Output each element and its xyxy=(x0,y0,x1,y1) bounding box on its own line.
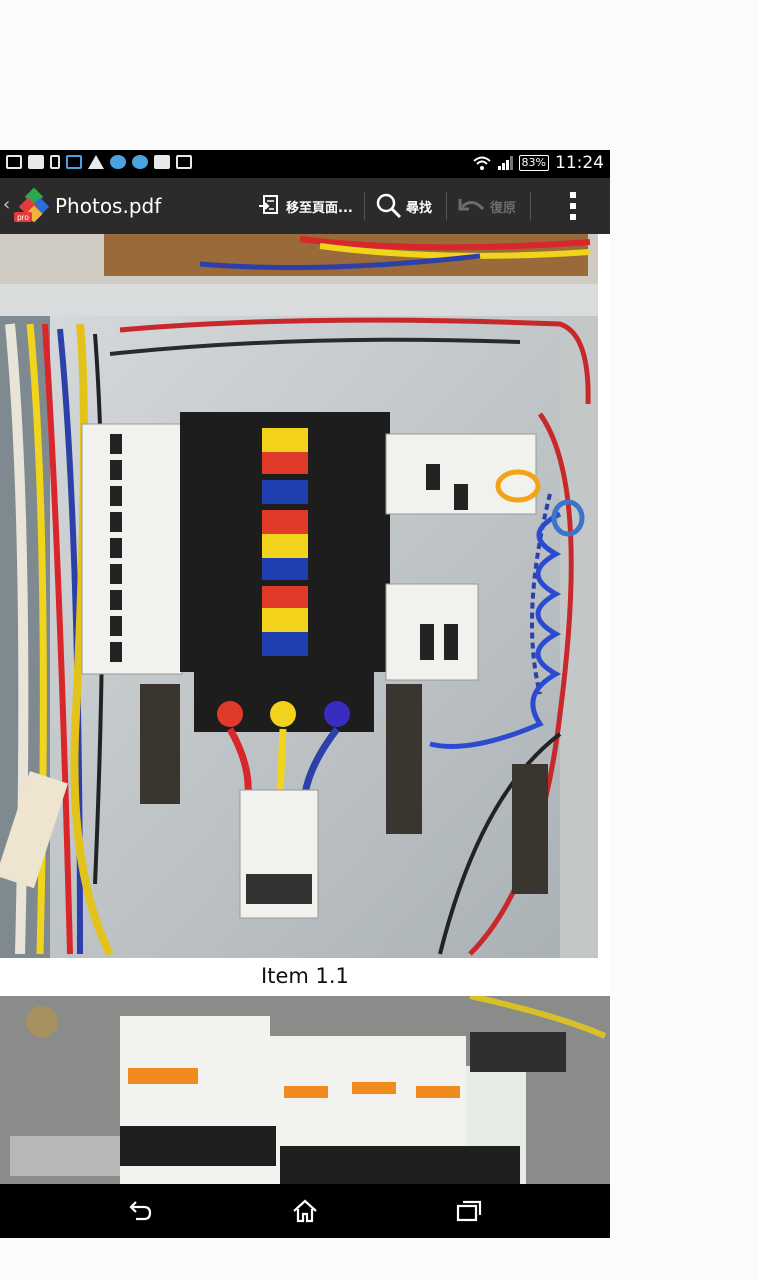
back-icon[interactable] xyxy=(126,1197,154,1225)
home-icon[interactable] xyxy=(291,1197,319,1225)
screen-icon xyxy=(176,155,192,169)
back-chevron-icon[interactable]: ‹ xyxy=(3,194,11,215)
search-label: 尋找 xyxy=(406,200,433,216)
navigation-bar xyxy=(0,1184,610,1238)
pdf-document-view[interactable]: Item 1.1 xyxy=(0,234,610,1184)
distribution-board-photo xyxy=(0,234,598,958)
battery-indicator: 83% xyxy=(518,155,549,171)
svg-text:pro: pro xyxy=(17,213,29,222)
warning-icon xyxy=(88,155,104,169)
undo-label: 復原 xyxy=(490,200,517,216)
action-bar-separator xyxy=(364,192,365,220)
document-title: Photos.pdf xyxy=(55,194,162,218)
officesuite-logo-icon[interactable]: pro xyxy=(14,188,50,224)
undo-button[interactable]: 復原 xyxy=(458,192,516,220)
action-bar-separator xyxy=(530,192,531,220)
search-icon xyxy=(376,193,402,219)
goto-page-icon xyxy=(259,195,278,214)
photo-caption: Item 1.1 xyxy=(261,964,349,988)
notification-icons xyxy=(6,155,192,169)
mail-icon xyxy=(28,155,44,169)
app-icon xyxy=(110,155,126,169)
status-right: 83% 11:24 xyxy=(472,153,604,173)
image-icon xyxy=(6,155,22,169)
goto-page-label: 移至頁面... xyxy=(286,200,353,216)
app-icon xyxy=(132,155,148,169)
action-bar-separator xyxy=(446,192,447,220)
wifi-icon xyxy=(472,156,491,170)
action-bar: ‹ pro Photos.pdf 移至頁面... 尋找 xyxy=(0,178,610,234)
status-bar: 83% 11:24 xyxy=(0,150,610,178)
overflow-menu-icon[interactable] xyxy=(570,192,576,220)
breaker-closeup-photo xyxy=(0,996,610,1184)
chat-icon xyxy=(154,155,170,169)
recent-apps-icon[interactable] xyxy=(455,1197,483,1225)
signal-icon xyxy=(497,156,513,170)
search-button[interactable]: 尋找 xyxy=(376,192,432,220)
phone-screen: 83% 11:24 ‹ pro Photos.pdf 移至頁面... xyxy=(0,150,610,1238)
undo-icon xyxy=(458,199,485,211)
goto-page-button[interactable]: 移至頁面... xyxy=(258,192,353,220)
gallery-icon xyxy=(66,155,82,169)
phone-icon xyxy=(50,155,60,169)
clock: 11:24 xyxy=(555,153,604,173)
